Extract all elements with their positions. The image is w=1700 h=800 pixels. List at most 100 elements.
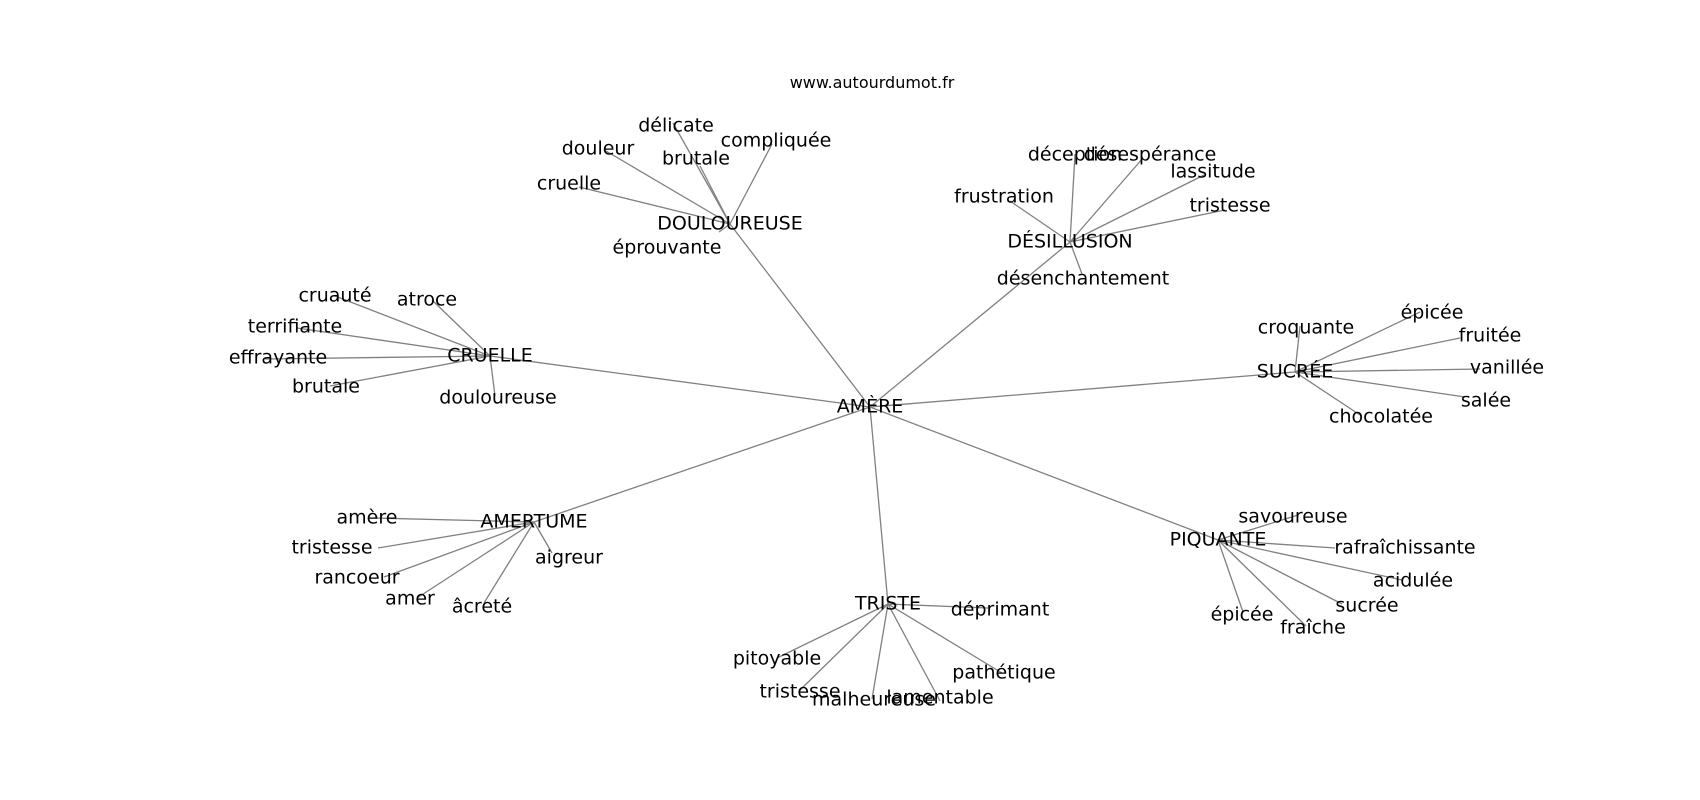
- leaf-node[interactable]: frustration: [954, 186, 1054, 208]
- edge-hub-leaf: [1217, 539, 1403, 581]
- edge-hub-leaf: [1294, 371, 1361, 416]
- hub-node[interactable]: CRUELLE: [447, 345, 533, 367]
- leaf-node[interactable]: lamentable: [886, 687, 993, 709]
- leaf-node[interactable]: délicate: [638, 115, 714, 137]
- leaf-node[interactable]: sucrée: [1335, 595, 1398, 617]
- edge-hub-leaf: [1217, 539, 1343, 605]
- leaf-node[interactable]: âcreté: [452, 596, 512, 618]
- leaf-node[interactable]: effrayante: [229, 347, 327, 369]
- leaf-node[interactable]: déception: [1028, 144, 1122, 166]
- edge-hub-leaf: [1009, 200, 1071, 243]
- hub-node[interactable]: DÉSILLUSION: [1007, 230, 1132, 253]
- leaf-node[interactable]: pathétique: [952, 662, 1055, 684]
- edge-center-hub: [869, 406, 1219, 541]
- leaf-node[interactable]: épicée: [1211, 604, 1274, 626]
- leaf-node[interactable]: douloureuse: [439, 387, 556, 409]
- leaf-node[interactable]: rafraîchissante: [1334, 537, 1475, 559]
- leaf-node[interactable]: éprouvante: [613, 237, 722, 259]
- leaf-node[interactable]: douleur: [562, 138, 635, 160]
- center-node[interactable]: AMÈRE: [837, 395, 904, 418]
- leaf-node[interactable]: tristesse: [291, 537, 372, 559]
- edge-hub-leaf: [1069, 157, 1144, 243]
- leaf-node[interactable]: brutale: [292, 376, 360, 398]
- leaf-node[interactable]: atroce: [397, 289, 457, 311]
- leaf-node[interactable]: tristesse: [1189, 195, 1270, 217]
- leaf-node[interactable]: aigreur: [535, 547, 603, 569]
- leaf-node[interactable]: malheureuse: [812, 689, 936, 711]
- leaf-node[interactable]: lassitude: [1170, 161, 1255, 183]
- leaf-node[interactable]: acidulée: [1373, 570, 1453, 592]
- leaf-node[interactable]: fraîche: [1280, 617, 1346, 639]
- edge-center-hub: [533, 406, 871, 523]
- edge-hub-leaf: [1069, 153, 1076, 243]
- edge-hub-leaf: [1217, 539, 1244, 613]
- edge-hub-leaf: [1069, 241, 1083, 275]
- edge-hub-leaf: [416, 521, 535, 599]
- edge-hub-leaf: [578, 186, 731, 225]
- edge-center-hub: [869, 406, 889, 605]
- leaf-node[interactable]: brutale: [662, 148, 730, 170]
- edge-hub-leaf: [871, 603, 889, 700]
- labels-layer: AMÈRE DOULOUREUSE délicate compliquée douleu…: [229, 115, 1544, 711]
- edge-hub-leaf: [1294, 311, 1421, 373]
- hub-node[interactable]: SUCRÉE: [1257, 360, 1333, 383]
- edge-center-hub: [869, 371, 1296, 408]
- leaf-node[interactable]: déprimant: [951, 599, 1050, 621]
- leaf-node[interactable]: amère: [337, 507, 398, 529]
- edge-hub-leaf: [329, 355, 491, 387]
- leaf-node[interactable]: salée: [1461, 390, 1511, 412]
- edge-hub-leaf: [718, 223, 731, 233]
- edge-hub-leaf: [1294, 325, 1301, 373]
- edge-hub-leaf: [533, 521, 553, 554]
- hub-node[interactable]: PIQUANTE: [1170, 529, 1267, 551]
- leaf-node[interactable]: cruelle: [537, 173, 601, 195]
- leaf-node[interactable]: épicée: [1401, 302, 1464, 324]
- leaf-node[interactable]: terrifiante: [248, 316, 343, 338]
- hub-node[interactable]: AMERTUME: [480, 511, 587, 533]
- edge-hub-leaf: [483, 521, 535, 604]
- leaf-node[interactable]: tristesse: [759, 681, 840, 703]
- edge-hub-leaf: [798, 603, 889, 692]
- edge-hub-leaf: [1069, 209, 1226, 243]
- edge-hub-leaf: [887, 603, 989, 609]
- leaf-node[interactable]: vanillée: [1470, 357, 1544, 379]
- leaf-node[interactable]: compliquée: [721, 130, 832, 152]
- edge-hub-leaf: [1294, 368, 1481, 373]
- edge-hub-leaf: [431, 299, 491, 357]
- edge-hub-leaf: [373, 517, 535, 523]
- leaf-node[interactable]: rancoeur: [314, 567, 399, 589]
- source-url: www.autourdumot.fr: [790, 73, 955, 92]
- leaf-node[interactable]: désespérance: [1084, 144, 1217, 166]
- leaf-node[interactable]: fruitée: [1459, 325, 1522, 347]
- edge-hub-leaf: [699, 165, 731, 225]
- hub-node[interactable]: DOULOUREUSE: [657, 213, 802, 235]
- edge-hub-leaf: [605, 150, 731, 225]
- edge-hub-leaf: [672, 122, 731, 225]
- edge-center-hub: [489, 355, 871, 408]
- leaf-node[interactable]: désenchantement: [997, 268, 1169, 290]
- edge-hub-leaf: [887, 603, 941, 702]
- edge-hub-leaf: [1294, 371, 1466, 398]
- edge-hub-leaf: [383, 521, 535, 578]
- edge-hub-leaf: [776, 603, 889, 659]
- edge-hub-leaf: [1069, 174, 1205, 243]
- edge-hub-leaf: [264, 355, 491, 360]
- edge-hub-leaf: [887, 603, 1003, 674]
- hub-node[interactable]: TRISTE: [854, 593, 921, 615]
- edge-hub-leaf: [489, 355, 496, 397]
- leaf-node[interactable]: savoureuse: [1238, 506, 1347, 528]
- edge-hub-leaf: [334, 295, 491, 357]
- edge-hub-leaf: [1294, 337, 1461, 373]
- leaf-node[interactable]: amer: [385, 588, 435, 610]
- leaf-node[interactable]: chocolatée: [1329, 406, 1433, 428]
- edge-hub-leaf: [729, 143, 773, 225]
- leaf-node[interactable]: croquante: [1258, 317, 1354, 339]
- edge-hub-leaf: [1217, 514, 1299, 541]
- edge-center-hub: [869, 241, 1071, 408]
- edge-center-hub: [729, 223, 871, 408]
- leaf-node[interactable]: pitoyable: [733, 648, 821, 670]
- leaf-node[interactable]: cruauté: [298, 285, 371, 307]
- edge-hub-leaf: [377, 521, 535, 549]
- edge-hub-leaf: [1217, 539, 1307, 627]
